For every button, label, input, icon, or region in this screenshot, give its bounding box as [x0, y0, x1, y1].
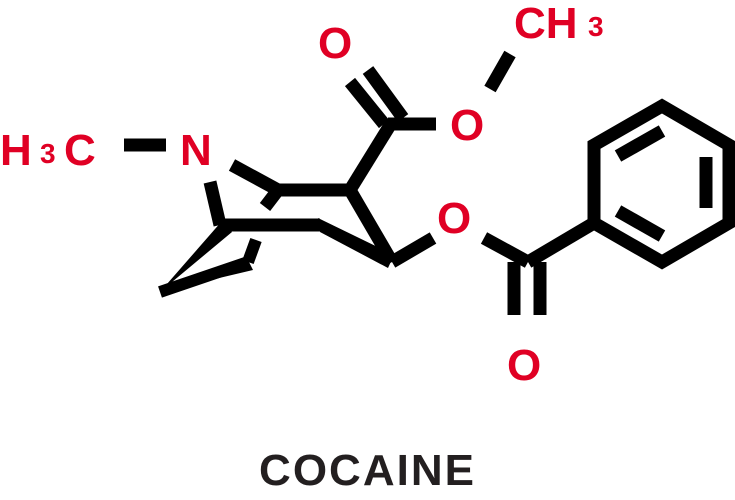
bonds: [124, 50, 735, 315]
methyl-n-c: C: [64, 126, 96, 175]
compound-name: COCAINE: [259, 446, 476, 495]
methyl-ester-subscript: 3: [588, 11, 604, 42]
cocaine-structure: H 3 C N O O CH 3 O O: [0, 0, 735, 390]
wedge-bonds-lines: [158, 237, 262, 298]
carbonyl-oxygen-1: O: [318, 19, 352, 68]
methyl-n-subscript: 3: [40, 138, 56, 169]
ester-oxygen-1: O: [450, 101, 484, 150]
methyl-ester-c: CH: [514, 0, 578, 48]
carbonyl-oxygen-2: O: [507, 341, 541, 390]
ester-oxygen-2: O: [437, 194, 471, 243]
methyl-n-h: H: [0, 126, 32, 175]
nitrogen-atom: N: [180, 126, 212, 175]
